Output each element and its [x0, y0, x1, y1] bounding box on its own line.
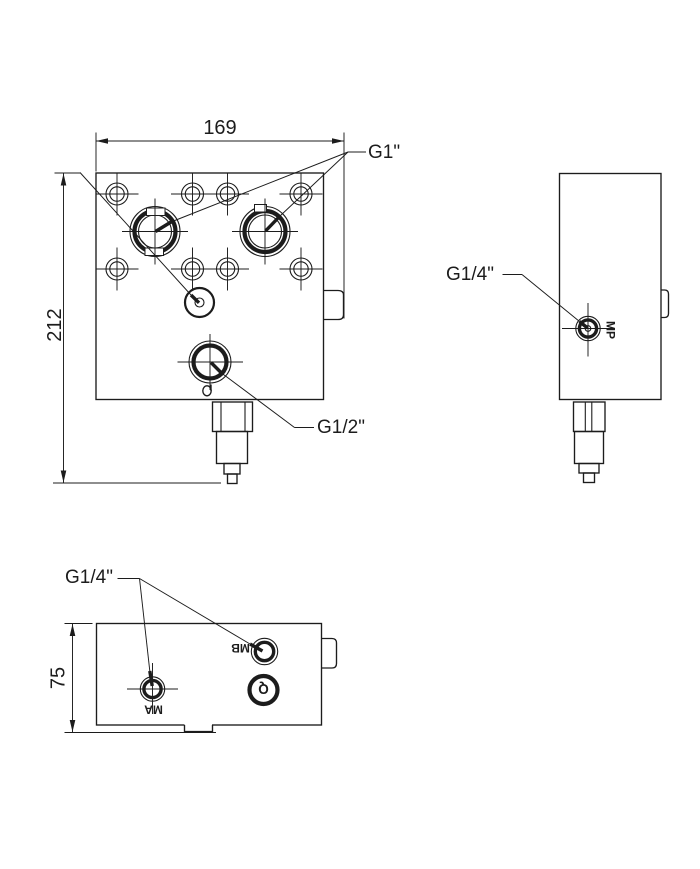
relief-valve-side	[572, 401, 606, 484]
pilot-hole	[183, 286, 216, 319]
side-view: MP G1/4"	[446, 172, 670, 484]
relief-valve-front	[211, 401, 254, 485]
bolt-hole	[279, 247, 323, 291]
mb-port-mark: MB	[231, 641, 250, 655]
g12-leader	[209, 361, 314, 428]
g12-port	[177, 334, 243, 390]
boss-mask	[184, 722, 212, 731]
q-port	[247, 673, 280, 707]
valve-tip	[582, 472, 596, 484]
dim-width: 169	[95, 117, 345, 319]
g1-leader	[154, 151, 366, 233]
dim-height: 212	[44, 172, 221, 484]
valve-body	[573, 430, 605, 465]
front-view: 169 212 G1"	[44, 117, 400, 485]
g1-label: G1"	[368, 142, 400, 163]
g12-label: G1/2"	[317, 417, 365, 438]
valve-hex-nut	[211, 401, 254, 433]
bottom-tab	[321, 637, 338, 669]
dim-depth-value: 75	[48, 667, 70, 689]
valve-tip	[226, 473, 238, 485]
g14-bottom-label: G1/4"	[65, 567, 113, 588]
g14-side-leader	[502, 274, 589, 330]
arrowhead	[69, 720, 76, 732]
bottom-block-outline	[95, 622, 323, 726]
port-slot	[146, 207, 166, 216]
ma-port-mark: MA	[144, 703, 163, 717]
g14-bottom-leader	[117, 578, 264, 687]
drain-hole	[202, 384, 212, 397]
dim-height-value: 212	[44, 308, 66, 341]
g1-port-left	[122, 198, 188, 265]
valve-hex-nut	[572, 401, 606, 433]
arrowhead	[332, 138, 344, 144]
valve-step	[578, 462, 600, 474]
bolt-hole	[279, 173, 323, 216]
port-slot	[144, 247, 164, 256]
mp-port	[562, 303, 614, 357]
g14-side-label: G1/4"	[446, 264, 494, 285]
valve-body	[215, 430, 249, 465]
arrowhead	[69, 624, 76, 636]
front-block-outline	[95, 172, 325, 401]
bolt-hole	[95, 247, 139, 291]
arrowhead	[60, 173, 67, 186]
bolt-hole	[206, 247, 249, 291]
bolt-hole	[95, 173, 139, 216]
pilot-leader	[79, 172, 201, 305]
bottom-boss	[183, 725, 214, 733]
g1-port-right	[232, 198, 298, 265]
dim-depth: 75	[48, 623, 216, 733]
valve-step	[223, 462, 241, 475]
arrowhead	[60, 470, 67, 483]
dim-width-value: 169	[203, 117, 236, 139]
port-slot	[254, 204, 267, 213]
mp-port-mark: MP	[604, 321, 618, 339]
arrowhead	[96, 138, 108, 144]
bottom-view: MA MB Q 75 G1/4"	[48, 567, 338, 733]
bolt-hole	[206, 173, 249, 216]
side-tab	[661, 289, 670, 319]
front-side-tab	[323, 289, 345, 321]
q-port-mark: Q	[258, 682, 269, 697]
side-block-outline	[558, 172, 662, 401]
mb-port	[250, 637, 279, 666]
